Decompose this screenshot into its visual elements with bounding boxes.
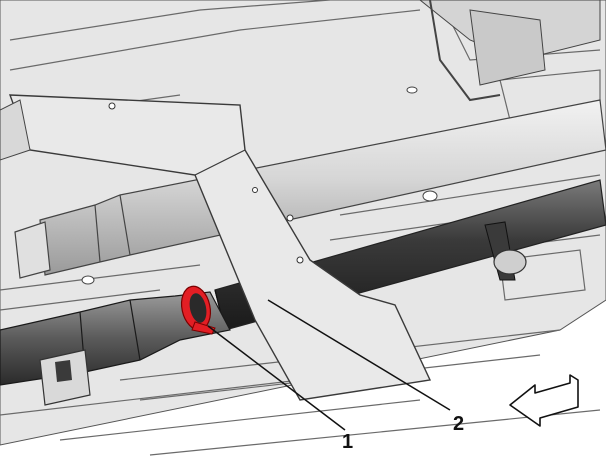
front-direction-arrow-icon xyxy=(509,374,579,427)
callout-1: 1 xyxy=(342,431,353,453)
tank-bracket xyxy=(469,9,546,86)
clamp xyxy=(180,285,216,335)
pipe-hanger-left xyxy=(14,221,51,279)
hanger-isolator xyxy=(493,249,527,275)
brake-line xyxy=(429,0,501,102)
brace-holes xyxy=(108,102,304,264)
leader-line-2 xyxy=(267,299,451,411)
callout-2: 2 xyxy=(453,413,464,435)
cross-brace xyxy=(8,94,432,401)
floor-ribs xyxy=(0,0,601,456)
intermediate-pipe-upper xyxy=(39,99,606,276)
callout-leaders xyxy=(207,299,451,431)
leader-line-1 xyxy=(207,325,346,431)
